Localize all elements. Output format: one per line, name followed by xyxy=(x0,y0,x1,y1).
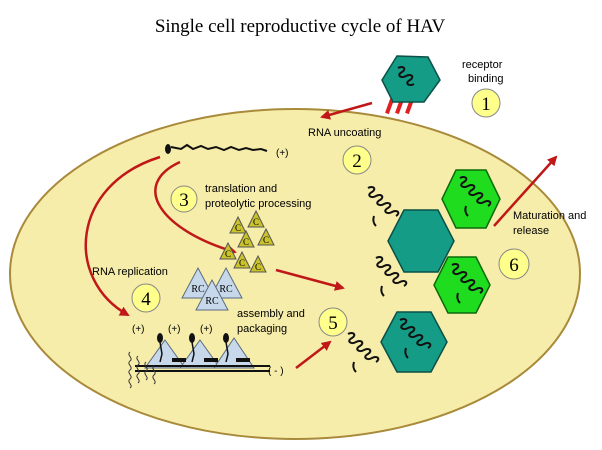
svg-text:C: C xyxy=(263,235,269,245)
viral-proteins: C C C C C C C xyxy=(219,209,275,273)
step-1-circle xyxy=(471,88,501,118)
step-2-circle xyxy=(342,145,372,175)
step-1-label-line-1: receptor xyxy=(462,59,503,71)
replication-complexes: RC RC RC xyxy=(181,266,243,311)
protein-c-icon: C xyxy=(233,250,251,269)
step-5-label-line-1: assembly and xyxy=(237,308,305,320)
translation-arrow xyxy=(154,160,237,255)
step-6-number: 6 xyxy=(509,255,519,276)
rc-icon: RC xyxy=(195,278,229,311)
step-4-number: 4 xyxy=(141,289,151,310)
svg-text:RC: RC xyxy=(219,284,233,295)
release-arrow xyxy=(493,155,558,227)
step-3-label-line-1: translation and xyxy=(205,183,277,195)
step-4-label: RNA replication xyxy=(92,266,168,278)
capsid-hexagon-icon xyxy=(433,256,491,314)
step-5-circle xyxy=(318,307,348,337)
virion-icon xyxy=(381,55,441,103)
assembly-arrow-lower xyxy=(295,340,332,369)
svg-text:C: C xyxy=(225,249,231,259)
step-3-circle xyxy=(170,185,198,213)
capsid-hexagon-icon xyxy=(441,169,501,229)
step-1-number: 1 xyxy=(481,94,491,115)
svg-text:(+): (+) xyxy=(168,324,181,335)
step-6-circle xyxy=(498,248,530,280)
protein-c-icon: C xyxy=(219,241,237,260)
step-5-label-line-2: packaging xyxy=(237,323,287,335)
svg-text:C: C xyxy=(235,223,241,233)
svg-text:C: C xyxy=(243,237,249,247)
step-5-number: 5 xyxy=(328,313,338,334)
protein-c-icon: C xyxy=(257,227,275,246)
svg-text:(+): (+) xyxy=(200,324,213,335)
uncoating-arrow xyxy=(320,101,373,120)
rna-strand-plus xyxy=(165,143,268,154)
protein-c-icon: C xyxy=(247,209,265,228)
capsid-hexagon-icon xyxy=(387,209,455,273)
protein-c-icon: C xyxy=(249,254,267,273)
step-3-label-line-2: proteolytic processing xyxy=(205,198,311,210)
page-title: Single cell reproductive cycle of HAV xyxy=(155,16,446,37)
step-6-label-line-2: release xyxy=(513,225,549,237)
svg-text:C: C xyxy=(239,258,245,268)
step-6-label-line-1: Maturation and xyxy=(513,210,586,222)
capsid-hexagon-icon xyxy=(380,311,448,373)
replication-site: (+) (+) (+) xyxy=(128,324,270,389)
svg-text:C: C xyxy=(255,262,261,272)
minus-strand-label: ( - ) xyxy=(268,366,284,377)
svg-text:C: C xyxy=(253,217,259,227)
assembly-arrow-upper xyxy=(275,268,345,291)
svg-text:RC: RC xyxy=(205,296,219,307)
protein-c-icon: C xyxy=(229,215,247,234)
step-1-label-line-2: binding xyxy=(468,73,503,85)
plus-strand-label: (+) xyxy=(276,148,289,159)
replication-arrow xyxy=(84,155,161,317)
svg-text:(+): (+) xyxy=(132,324,145,335)
step-4-circle xyxy=(131,283,161,313)
step-3-number: 3 xyxy=(179,190,189,211)
step-2-label: RNA uncoating xyxy=(308,127,381,139)
step-2-number: 2 xyxy=(352,151,362,172)
protein-c-icon: C xyxy=(237,229,255,248)
svg-text:RC: RC xyxy=(191,284,205,295)
